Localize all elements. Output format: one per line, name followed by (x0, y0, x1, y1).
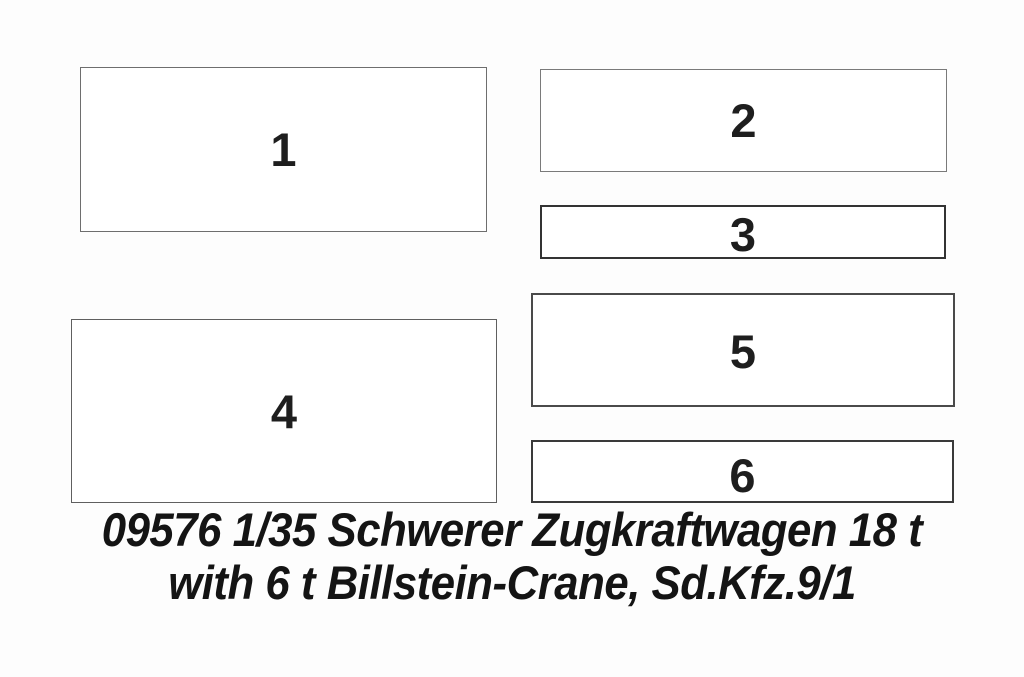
parts-box-2: 2 (540, 69, 947, 172)
parts-box-3: 3 (540, 205, 946, 259)
parts-box-1: 1 (80, 67, 487, 232)
box-number-label: 6 (729, 449, 756, 502)
box-number-label: 5 (729, 324, 757, 378)
parts-box-6: 6 (531, 440, 954, 503)
parts-box-5: 5 (531, 293, 955, 407)
caption-line-1: 09576 1/35 Schwerer Zugkraftwagen 18 t (101, 503, 923, 556)
box-number-label: 2 (730, 94, 757, 147)
kit-caption: 09576 1/35 Schwerer Zugkraftwagen 18 t w… (36, 503, 988, 609)
box-number-label: 4 (270, 384, 298, 438)
parts-box-4: 4 (71, 319, 497, 503)
caption-line-2: with 6 t Billstein-Crane, Sd.Kfz.9/1 (168, 556, 856, 609)
box-number-label: 3 (729, 207, 757, 261)
box-number-label: 1 (270, 123, 297, 176)
